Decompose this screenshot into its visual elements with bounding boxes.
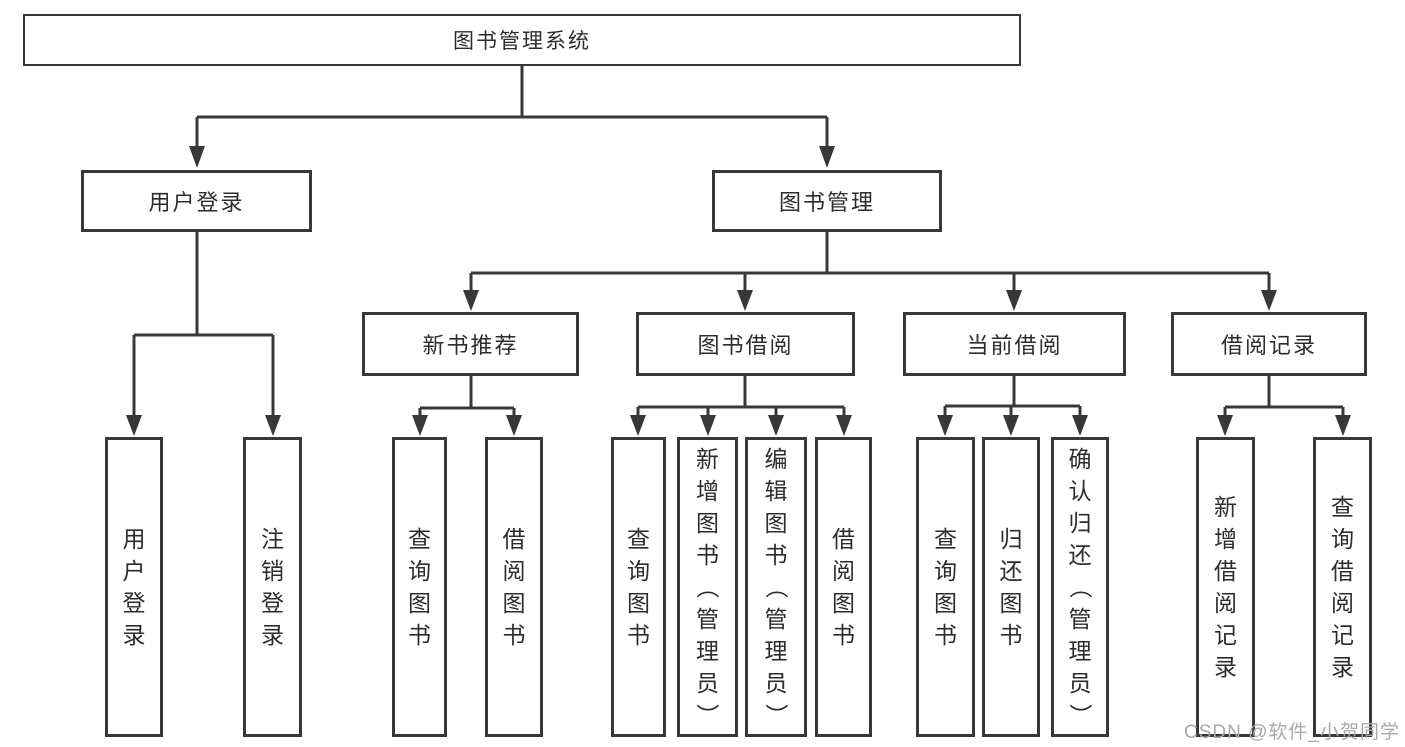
connector-current-split — [943, 375, 1082, 420]
arrowhead — [1006, 290, 1022, 311]
node-user-login: 用户登录 — [81, 170, 312, 232]
node-label: 注销登录 — [261, 526, 284, 648]
node-label: 当前借阅 — [966, 333, 1063, 358]
node-label: 查询图书 — [934, 526, 957, 648]
arrowhead — [463, 290, 479, 311]
node-label: 编辑图书（管理员） — [763, 446, 789, 727]
node-label: 归还图书 — [999, 526, 1023, 648]
leaf-query-borrow-record: 查询借阅记录 — [1313, 437, 1372, 737]
arrowhead — [836, 415, 852, 436]
arrowhead — [819, 146, 835, 168]
arrowhead — [630, 415, 646, 436]
node-label: 新书推荐 — [422, 333, 519, 358]
node-book-management: 图书管理 — [712, 170, 942, 232]
leaf-user-login: 用户登录 — [105, 437, 163, 737]
leaf-borrow-books: 借阅图书 — [815, 437, 872, 737]
node-label: 查询图书 — [408, 526, 431, 648]
node-label: 用户登录 — [148, 190, 245, 215]
arrowhead — [1335, 415, 1351, 436]
node-system-root: 图书管理系统 — [23, 14, 1021, 66]
connector-management-split — [469, 232, 1271, 293]
arrowhead — [737, 290, 753, 311]
node-label: 查询图书 — [627, 526, 650, 648]
arrowhead — [700, 415, 716, 436]
leaf-query-books-borrowing: 查询图书 — [611, 437, 666, 737]
arrowhead — [1072, 415, 1088, 436]
node-label: 借阅图书 — [832, 526, 855, 648]
connectors — [132, 66, 1345, 420]
connector-borrow-split — [636, 375, 846, 420]
connector-newbook-split — [418, 375, 516, 420]
arrowhead — [1217, 415, 1233, 436]
leaf-return-books: 归还图书 — [982, 437, 1040, 737]
arrowhead — [189, 146, 205, 168]
arrowhead — [1003, 415, 1019, 436]
node-label: 查询借阅记录 — [1331, 494, 1354, 680]
node-label: 借阅图书 — [502, 526, 526, 648]
csdn-watermark: CSDN @软件_小贺同学 — [1184, 722, 1400, 743]
leaf-add-borrow-record: 新增借阅记录 — [1196, 437, 1255, 737]
node-label: 图书管理系统 — [453, 30, 591, 53]
connector-root-split — [195, 66, 829, 150]
arrowhead — [412, 415, 428, 436]
node-book-borrowing: 图书借阅 — [636, 312, 855, 376]
leaf-edit-books-admin: 编辑图书（管理员） — [745, 437, 807, 737]
node-borrow-records: 借阅记录 — [1171, 312, 1367, 376]
leaf-logout: 注销登录 — [243, 437, 302, 737]
node-label: 新增借阅记录 — [1214, 494, 1237, 680]
arrowhead — [768, 415, 784, 436]
connector-record-split — [1223, 375, 1345, 420]
node-label: 借阅记录 — [1220, 333, 1317, 358]
arrowhead — [937, 415, 953, 436]
arrowhead — [265, 415, 281, 436]
arrowhead — [506, 415, 522, 436]
connector-login-split — [132, 232, 275, 420]
node-label: 图书借阅 — [697, 333, 794, 358]
leaf-query-books-current: 查询图书 — [916, 437, 975, 737]
node-label: 图书管理 — [778, 190, 875, 215]
arrowhead — [126, 415, 142, 436]
arrowheads — [126, 146, 1351, 436]
leaf-borrow-books-recommend: 借阅图书 — [485, 437, 543, 737]
node-label: 新增图书（管理员） — [694, 446, 721, 727]
node-new-book-recommend: 新书推荐 — [362, 312, 579, 376]
leaf-confirm-return-admin: 确认归还（管理员） — [1051, 437, 1109, 737]
arrowhead — [1261, 290, 1277, 311]
node-current-borrowing: 当前借阅 — [903, 312, 1126, 376]
node-label: 用户登录 — [122, 526, 146, 648]
node-label: 确认归还（管理员） — [1067, 446, 1093, 727]
leaf-add-books-admin: 新增图书（管理员） — [677, 437, 738, 737]
leaf-query-books-recommend: 查询图书 — [392, 437, 447, 737]
